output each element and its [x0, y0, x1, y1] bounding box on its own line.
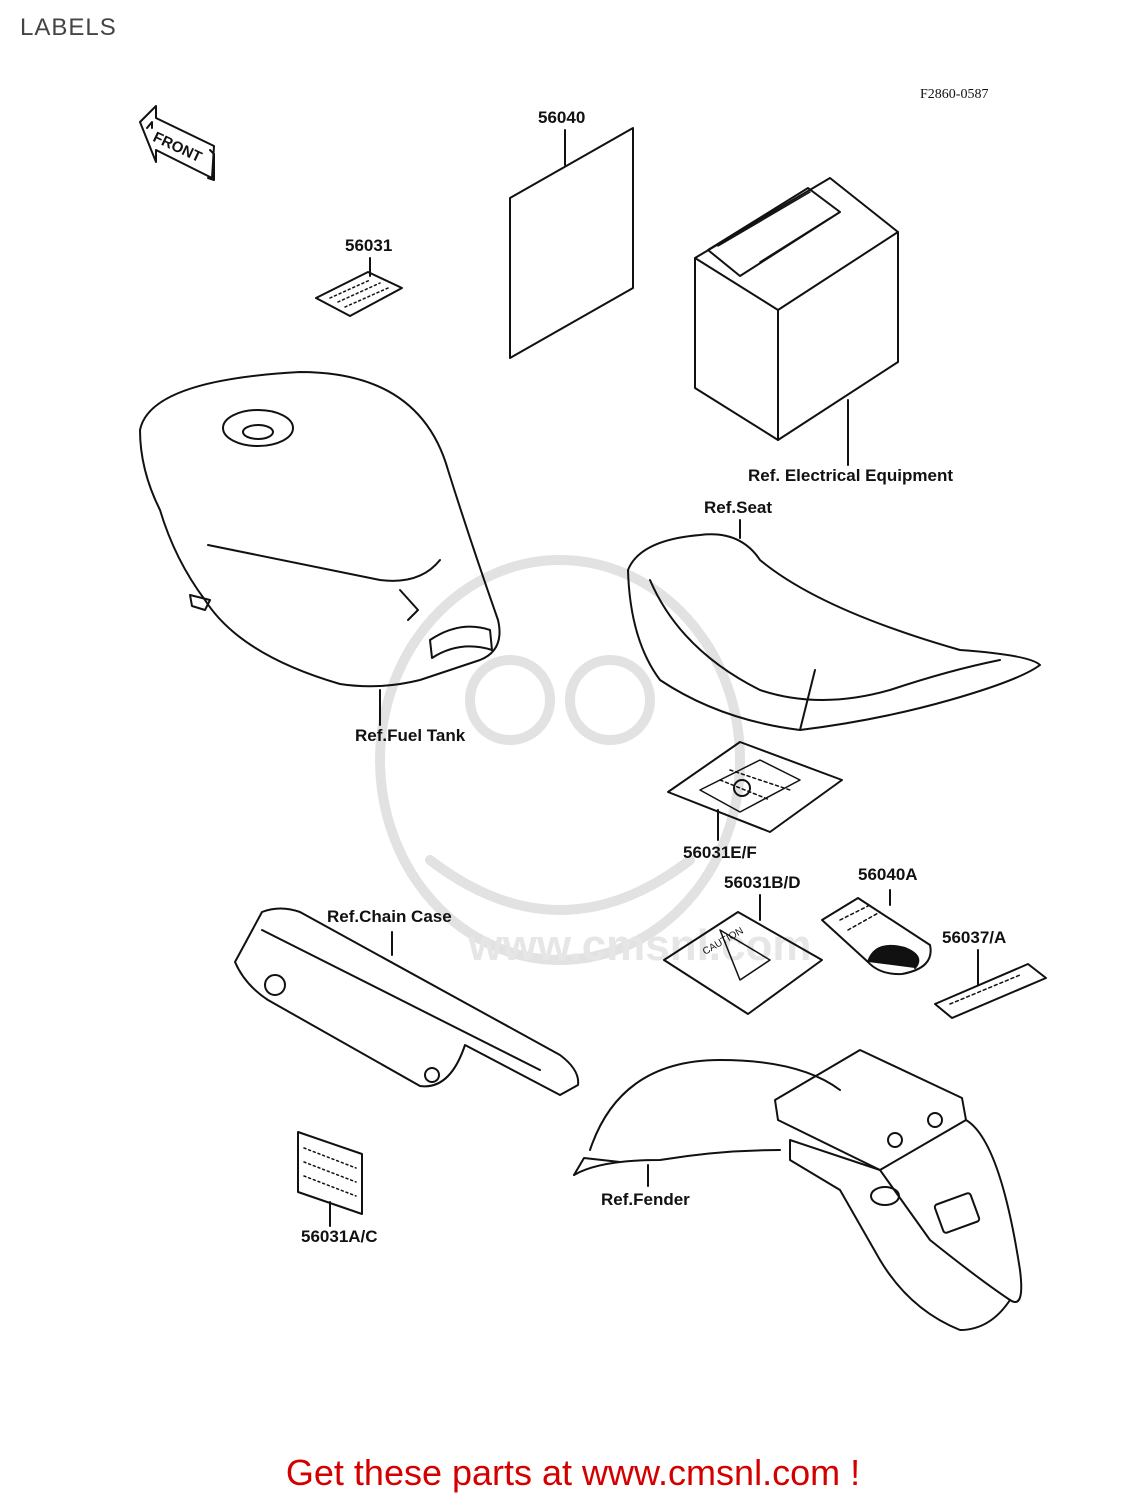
front-arrow-icon: FRONT [139, 105, 215, 181]
figure-code: F2860-0587 [920, 87, 989, 102]
callout-fuel-tank: Ref.Fuel Tank [355, 726, 466, 745]
label-56031 [315, 257, 403, 317]
callout-56037a: 56037/A [942, 928, 1007, 947]
callout-chain-case: Ref.Chain Case [327, 907, 452, 926]
label-56040a [821, 889, 932, 976]
page-title: LABELS [20, 14, 117, 41]
callout-56040a: 56040A [858, 865, 918, 884]
watermark-text: www.cmsnl.com [467, 921, 811, 970]
fuel-tank-icon [139, 371, 501, 726]
watermark-logo [375, 555, 745, 965]
callout-56040: 56040 [538, 108, 586, 127]
footer-cmsnl-link[interactable]: Get these parts at www.cmsnl.com ! [285, 1452, 861, 1493]
label-sheet-56040 [509, 127, 634, 359]
battery-icon [694, 177, 899, 466]
callout-56031ef: 56031E/F [683, 843, 757, 862]
callout-fender: Ref.Fender [601, 1190, 690, 1209]
fender-icon [573, 1049, 1023, 1331]
callout-electrical-equipment: Ref. Electrical Equipment [748, 466, 953, 485]
label-56037a [934, 949, 1047, 1019]
chain-case-icon [234, 907, 580, 1096]
callout-56031: 56031 [345, 236, 393, 255]
label-56031ef [667, 741, 843, 841]
callout-56031ac: 56031A/C [301, 1227, 378, 1246]
callout-seat: Ref.Seat [704, 498, 773, 517]
seat-icon [627, 519, 1041, 731]
label-56031ac [297, 1131, 363, 1227]
callout-56031bd: 56031B/D [724, 873, 801, 892]
